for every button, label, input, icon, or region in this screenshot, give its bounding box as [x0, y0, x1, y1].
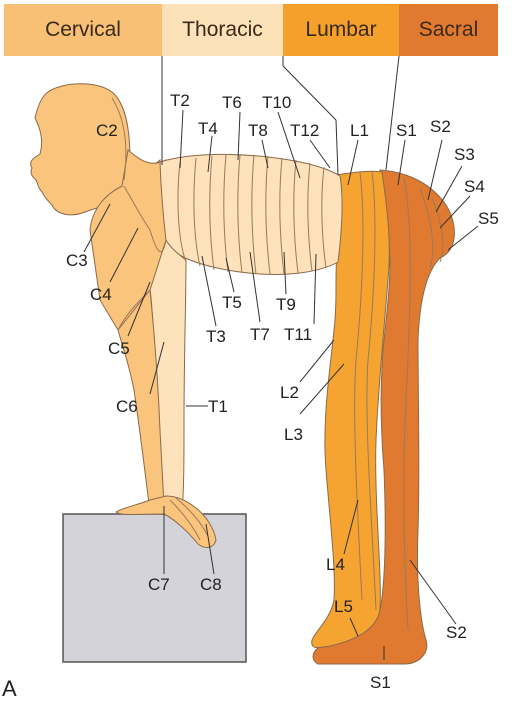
- label-c5: C5: [108, 340, 130, 357]
- label-s2: S2: [430, 118, 451, 135]
- label-l3: L3: [284, 426, 303, 443]
- label-l2: L2: [280, 384, 299, 401]
- label-s1-foot: S1: [370, 674, 391, 691]
- label-t1: T1: [208, 398, 228, 415]
- legend-thoracic-label: Thoracic: [182, 18, 263, 42]
- label-t6: T6: [222, 94, 242, 111]
- label-c7: C7: [148, 576, 170, 593]
- label-s3: S3: [454, 146, 475, 163]
- label-s2-leg: S2: [446, 624, 467, 641]
- label-t8: T8: [248, 122, 268, 139]
- label-l4: L4: [326, 556, 345, 573]
- label-c8: C8: [200, 576, 222, 593]
- label-l1: L1: [350, 122, 369, 139]
- figure-label: A: [2, 676, 17, 702]
- legend-cervical-label: Cervical: [45, 18, 121, 42]
- label-t11: T11: [284, 326, 312, 343]
- legend-sacral-label: Sacral: [419, 18, 479, 42]
- label-c6: C6: [116, 398, 138, 415]
- label-t2: T2: [170, 92, 190, 109]
- label-s4: S4: [464, 178, 485, 195]
- label-t5: T5: [222, 294, 242, 311]
- label-t7: T7: [250, 326, 270, 343]
- label-t3: T3: [206, 328, 226, 345]
- label-t10: T10: [262, 94, 291, 111]
- label-s5: S5: [478, 210, 499, 227]
- legend-sacral: Sacral: [399, 4, 498, 56]
- label-s1: S1: [396, 122, 417, 139]
- label-c3: C3: [66, 252, 88, 269]
- label-c4: C4: [90, 286, 112, 303]
- label-t9: T9: [276, 296, 296, 313]
- label-t12: T12: [290, 122, 319, 139]
- label-l5: L5: [334, 598, 353, 615]
- legend-cervical: Cervical: [4, 4, 162, 56]
- legend-lumbar: Lumbar: [283, 4, 399, 56]
- label-c2: C2: [96, 122, 118, 139]
- label-t4: T4: [198, 120, 218, 137]
- legend-lumbar-label: Lumbar: [305, 18, 376, 42]
- legend-thoracic: Thoracic: [162, 4, 283, 56]
